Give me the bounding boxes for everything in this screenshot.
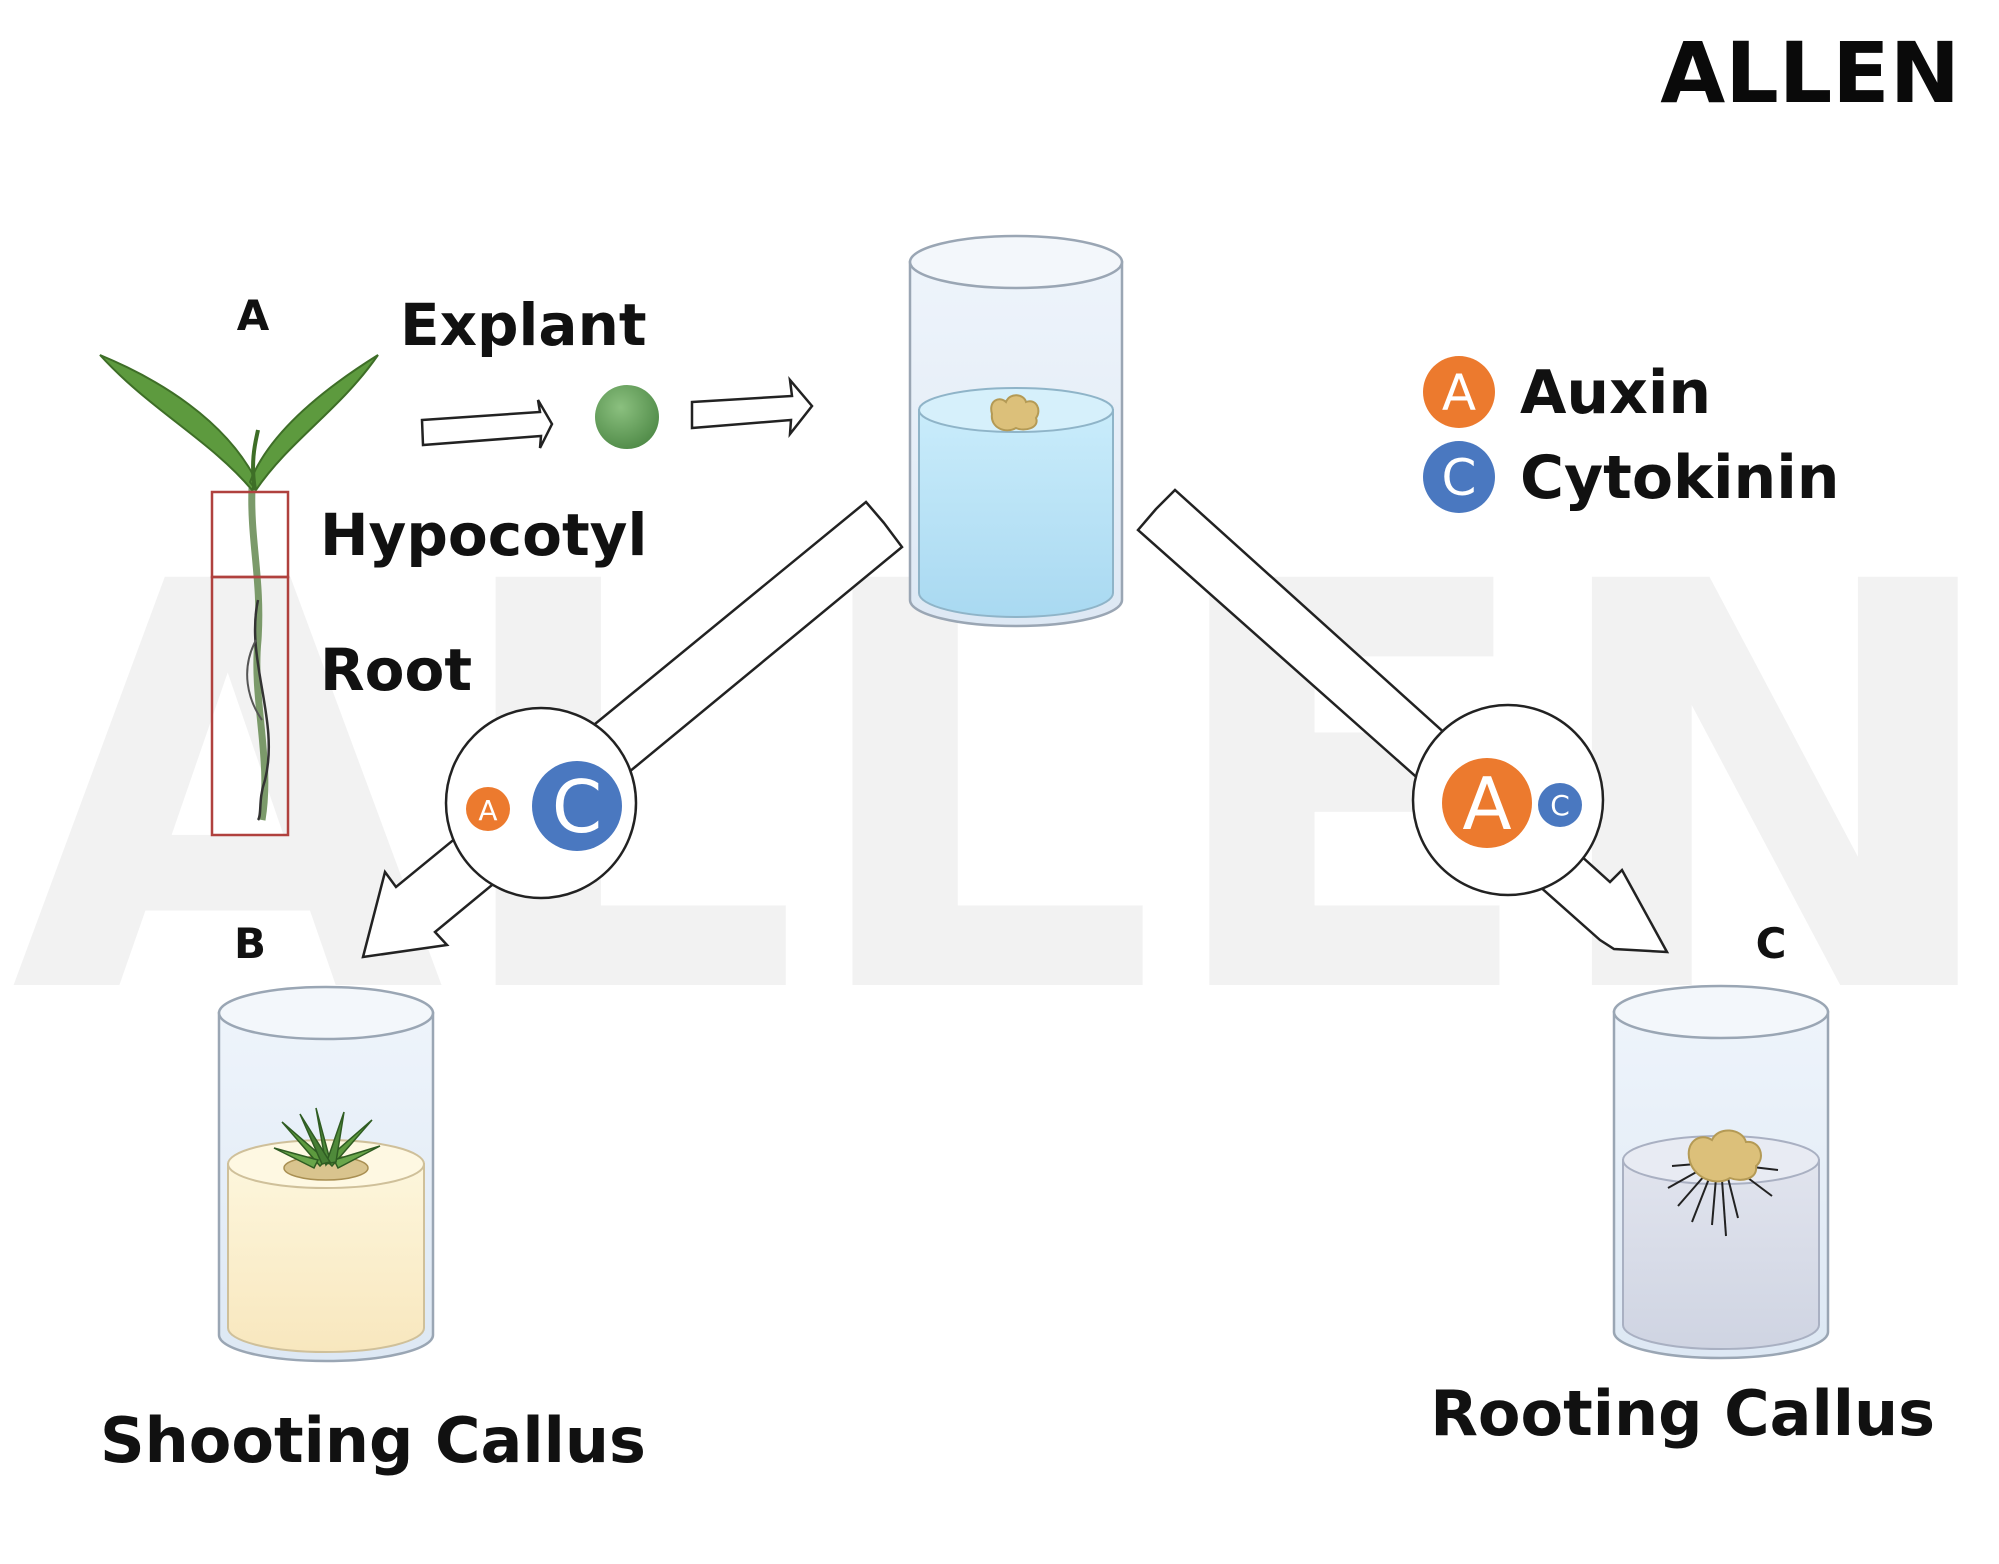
arrow-to-explant [420,399,554,449]
root-label: Root [320,636,472,704]
explant-label: Explant [400,291,647,359]
svg-text:Cytokinin: Cytokinin [1520,443,1840,513]
rooting-callus [1667,1163,1779,1237]
svg-text:C: C [552,765,602,849]
cytokinin-chip [1423,441,1495,513]
stage-b-label: B [234,919,266,968]
explant-ball [595,385,659,449]
central-beaker [908,234,1124,628]
shooting-callus-label: Shooting Callus [100,1404,646,1477]
legend-item-auxin: A Auxin [1423,356,1711,428]
shooting-beaker [217,985,435,1363]
shoot-cluster [273,1107,381,1181]
legend-item-cytokinin: C Cytokinin [1423,441,1840,513]
stage-a-label: A [237,291,270,340]
cytokinin-large-chip [532,761,622,851]
svg-text:A: A [478,794,497,827]
root-section-box [210,575,290,837]
callus-piece [990,394,1040,432]
arrow-to-beaker [690,375,814,438]
svg-text:Auxin: Auxin [1520,358,1711,428]
stage-c-label: C [1756,919,1787,968]
hypocotyl-label: Hypocotyl [320,501,647,569]
auxin-large-chip [1442,758,1532,848]
right-leaf [248,354,379,492]
cytokinin-small-chip [1538,783,1582,827]
rooting-beaker [1612,984,1830,1360]
svg-text:C: C [1442,449,1477,507]
svg-text:A: A [1462,762,1511,846]
left-leaf [99,354,258,492]
hormone-ratio-shoot: A C [444,706,638,900]
auxin-small-chip [466,787,510,831]
rooting-callus-label: Rooting Callus [1430,1377,1935,1450]
seedling [99,354,379,837]
auxin-chip [1423,356,1495,428]
hormone-ratio-root: A C [1411,703,1605,897]
svg-text:A: A [1442,364,1476,422]
allen-logo: ALLEN [1660,24,1960,122]
svg-text:C: C [1550,789,1570,822]
legend: A Auxin C Cytokinin [1423,356,1840,513]
